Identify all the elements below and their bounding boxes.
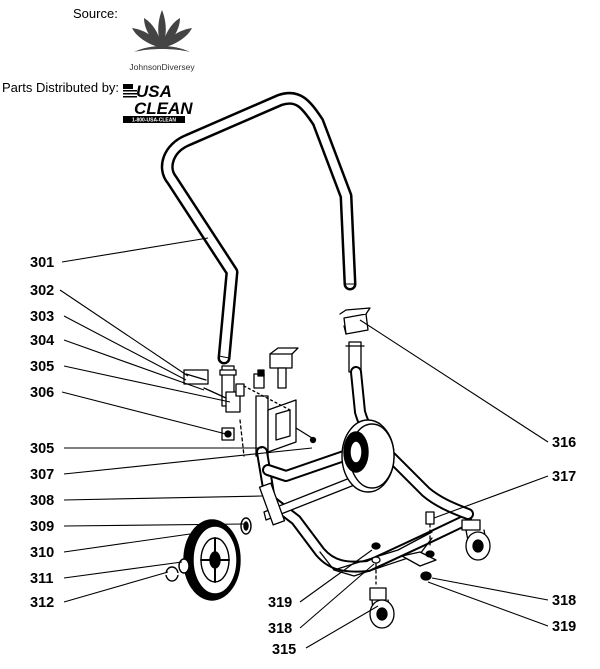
flag-icon xyxy=(123,84,137,98)
callout-312: 312 xyxy=(30,595,54,611)
callout-304: 304 xyxy=(30,333,54,349)
callout-308: 308 xyxy=(30,493,54,509)
callout-309: 309 xyxy=(30,519,54,535)
callout-305: 305 xyxy=(30,359,54,375)
distributor-label: Parts Distributed by: xyxy=(2,80,120,95)
callout-315: 315 xyxy=(272,642,296,658)
axle xyxy=(258,473,363,526)
cart-drawing xyxy=(160,91,491,629)
leader-lines xyxy=(59,237,549,649)
left-bracket-assembly xyxy=(183,347,317,457)
callout-306: 306 xyxy=(30,385,54,401)
callout-302: 302 xyxy=(30,283,54,299)
right-caster xyxy=(461,519,491,561)
usa-wordmark: USA xyxy=(136,82,172,101)
callout-319: 319 xyxy=(268,595,292,611)
callout-305-lower: 305 xyxy=(30,441,54,457)
bolts-and-nuts xyxy=(371,511,435,585)
right-clip-part-316 xyxy=(339,307,371,373)
callout-310: 310 xyxy=(30,545,54,561)
callout-labels: 301 302 303 304 305 306 305 307 308 309 … xyxy=(30,255,576,658)
johnsondiversey-wordmark: JohnsonDiversey xyxy=(129,62,195,72)
source-label: Source: xyxy=(73,6,118,21)
rear-wheel xyxy=(341,419,395,493)
callout-311: 311 xyxy=(30,571,53,587)
callout-316: 316 xyxy=(552,435,576,451)
wheel-part-310 xyxy=(183,519,241,601)
johnsondiversey-logo: JohnsonDiversey xyxy=(129,10,195,72)
usa-clean-phone: 1-800-USA-CLEAN xyxy=(132,118,176,124)
clean-wordmark: CLEAN xyxy=(134,99,193,118)
usa-clean-logo: USA CLEAN 1-800-USA-CLEAN xyxy=(123,82,193,124)
handle-part-301 xyxy=(160,91,357,365)
callout-317: 317 xyxy=(552,469,576,485)
callout-307: 307 xyxy=(30,467,54,483)
callout-319-right: 319 xyxy=(552,619,576,635)
callout-303: 303 xyxy=(30,309,54,325)
callout-318: 318 xyxy=(268,621,292,637)
callout-318-right: 318 xyxy=(552,593,576,609)
callout-301: 301 xyxy=(30,255,54,271)
